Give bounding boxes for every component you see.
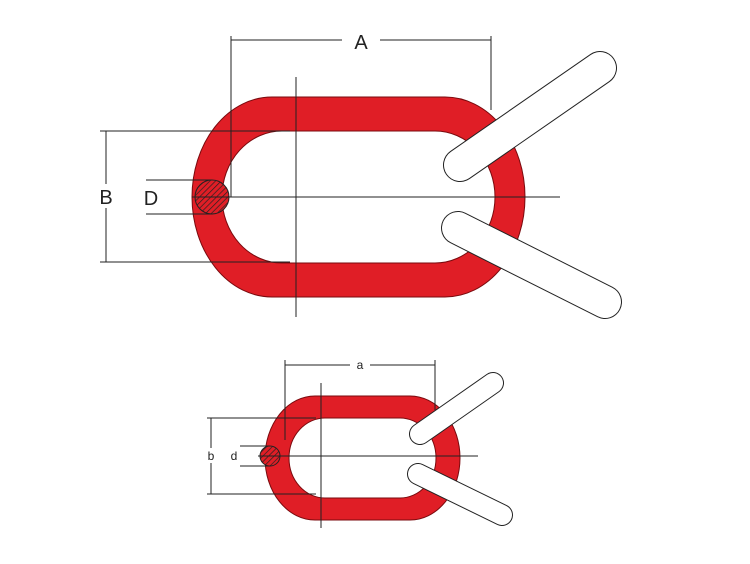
- dimension-label-length-small: a: [357, 358, 364, 372]
- small-chain-link-figure: a b d: [207, 358, 513, 528]
- dimension-label-length: A: [354, 32, 368, 54]
- dimension-label-diameter: D: [144, 188, 158, 210]
- dimension-label-width-small: b: [208, 449, 215, 463]
- dimension-label-width: B: [99, 187, 112, 209]
- dimension-label-diameter-small: d: [231, 449, 238, 463]
- large-chain-link-figure: A B D: [99, 32, 622, 319]
